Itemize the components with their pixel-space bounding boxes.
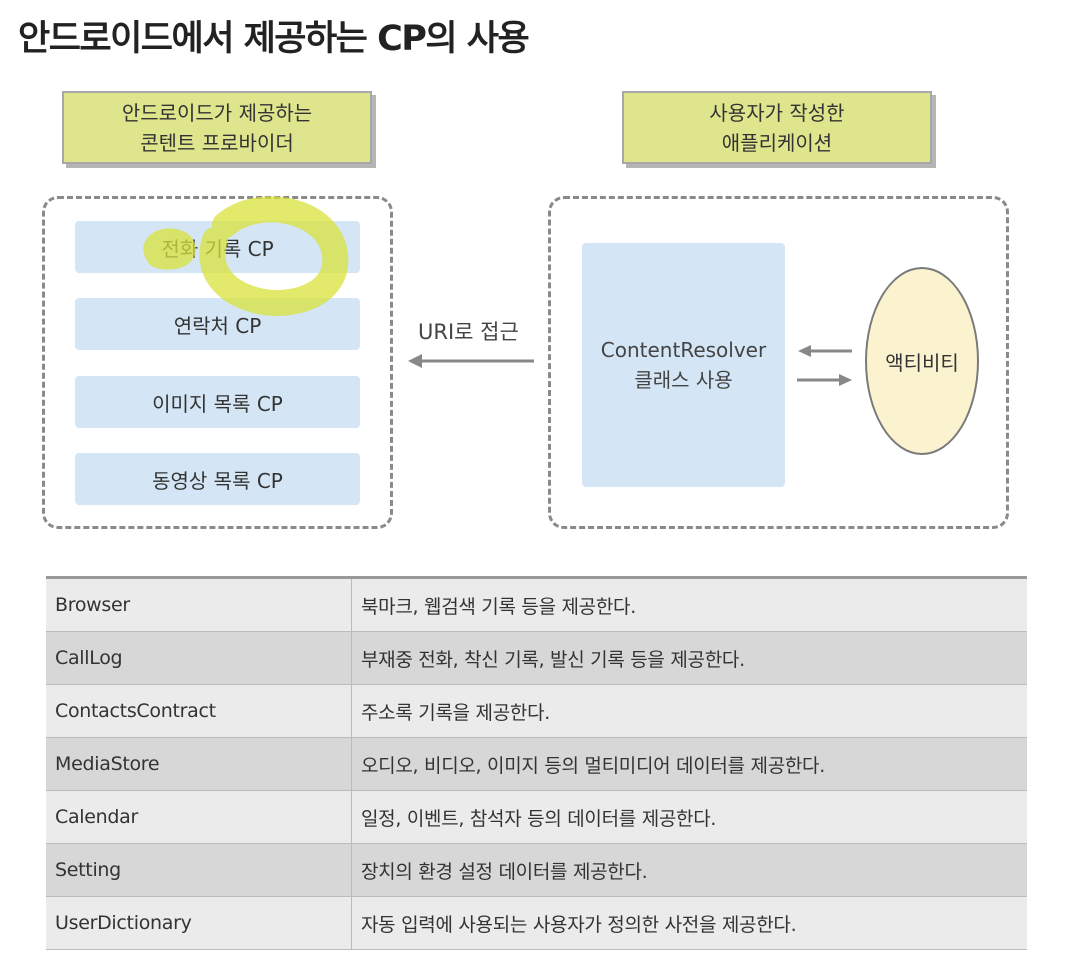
cp-item-call-log: 전화 기록 CP <box>75 221 360 273</box>
application-group <box>548 196 1009 529</box>
provider-name-cell: CallLog <box>46 631 352 685</box>
provider-name-cell: UserDictionary <box>46 896 352 950</box>
uri-arrow <box>408 354 534 368</box>
cp-item-images: 이미지 목록 CP <box>75 376 360 428</box>
provider-name-cell: MediaStore <box>46 737 352 791</box>
cp-item-label: 동영상 목록 CP <box>152 468 283 493</box>
cp-item-label: 연락처 CP <box>173 313 262 338</box>
provider-desc-cell: 일정, 이벤트, 참석자 등의 데이터를 제공한다. <box>351 790 1027 844</box>
content-resolver-box: ContentResolver 클래스 사용 <box>582 243 785 487</box>
provider-desc-cell: 부재중 전화, 착신 기록, 발신 기록 등을 제공한다. <box>351 631 1027 685</box>
provider-desc-cell: 장치의 환경 설정 데이터를 제공한다. <box>351 843 1027 897</box>
provider-desc-cell: 자동 입력에 사용되는 사용자가 정의한 사전을 제공한다. <box>351 896 1027 950</box>
cp-item-label: 이미지 목록 CP <box>152 391 283 416</box>
android-provider-header: 안드로이드가 제공하는 콘텐트 프로바이더 <box>62 91 372 164</box>
provider-name-cell: Setting <box>46 843 352 897</box>
provider-desc-cell: 주소록 기록을 제공한다. <box>351 684 1027 738</box>
resolver-label-1: ContentResolver <box>600 338 767 362</box>
cp-item-label: 전화 기록 CP <box>161 236 274 261</box>
page-title: 안드로이드에서 제공하는 CP의 사용 <box>18 19 530 59</box>
uri-access-label: URI로 접근 <box>418 320 519 344</box>
activity-label: 액티비티 <box>885 350 959 375</box>
provider-desc-cell: 북마크, 웹검색 기록 등을 제공한다. <box>351 577 1027 632</box>
resolver-label-2: 클래스 사용 <box>634 368 733 392</box>
cp-item-contacts: 연락처 CP <box>75 298 360 350</box>
cp-item-videos: 동영상 목록 CP <box>75 453 360 505</box>
activity-ellipse: 액티비티 <box>865 267 979 455</box>
user-app-header: 사용자가 작성한 애플리케이션 <box>622 91 932 164</box>
provider-desc-cell: 오디오, 비디오, 이미지 등의 멀티미디어 데이터를 제공한다. <box>351 737 1027 791</box>
provider-name-cell: Browser <box>46 577 352 632</box>
provider-name-cell: Calendar <box>46 790 352 844</box>
provider-name-cell: ContactsContract <box>46 684 352 738</box>
